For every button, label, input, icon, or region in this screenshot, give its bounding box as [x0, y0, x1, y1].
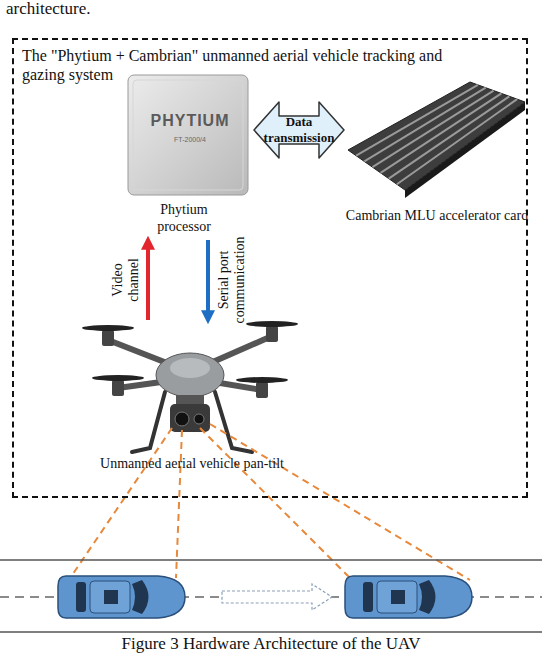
motion-arrow	[222, 584, 332, 610]
view-lines	[62, 424, 470, 590]
car	[345, 576, 472, 618]
system-frame: The "Phytium + Cambrian" unmanned aerial…	[12, 38, 528, 498]
frame-heading: The "Phytium + Cambrian" unmanned aerial…	[22, 46, 487, 84]
data-link-arrow	[254, 102, 344, 158]
node-label: Phytium processor	[144, 202, 224, 236]
serial-arrow	[206, 240, 210, 320]
chip-package	[128, 75, 248, 195]
card-heatsink	[348, 82, 525, 190]
edge-label: Data transmission	[253, 114, 345, 146]
chip-brand: PHYTIUM	[130, 111, 250, 130]
chip-inner-edge	[133, 80, 243, 190]
heatsink-fins	[356, 85, 517, 184]
drone	[82, 321, 298, 452]
node-label: Unmanned aerial vehicle pan-tilt	[100, 456, 284, 473]
car	[58, 576, 185, 618]
text-fragment: architecture.	[6, 0, 90, 19]
road	[0, 560, 542, 632]
chip-model: FT-2000/4	[130, 136, 250, 144]
processor-node: PHYTIUM FT-2000/4Phytium processor	[114, 74, 254, 240]
node-label: Cambrian MLU accelerator card	[344, 208, 530, 225]
video-arrow	[146, 240, 150, 320]
edge-label: Serial port communication	[216, 230, 248, 330]
figure-caption: Figure 3 Hardware Architecture of the UA…	[0, 634, 542, 654]
uav-node: Unmanned aerial vehicle pan-tilt	[90, 320, 294, 492]
accelerator-node: Cambrian MLU accelerator card	[344, 74, 530, 234]
edge-label: Video channel	[110, 250, 142, 310]
